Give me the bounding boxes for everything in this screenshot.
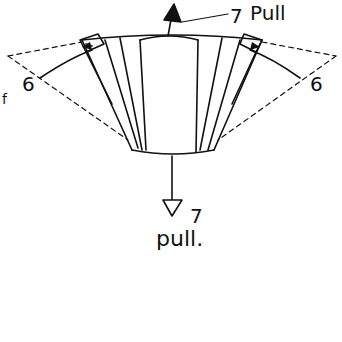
cut-text: f — [2, 92, 7, 106]
callout-number: 6 — [22, 74, 35, 94]
pull-label: Pull — [250, 3, 286, 23]
callout-number: 6 — [310, 74, 323, 94]
pull-label: pull. — [156, 228, 203, 250]
callout-number: 7 — [230, 6, 243, 26]
callout-number: 7 — [190, 206, 203, 226]
